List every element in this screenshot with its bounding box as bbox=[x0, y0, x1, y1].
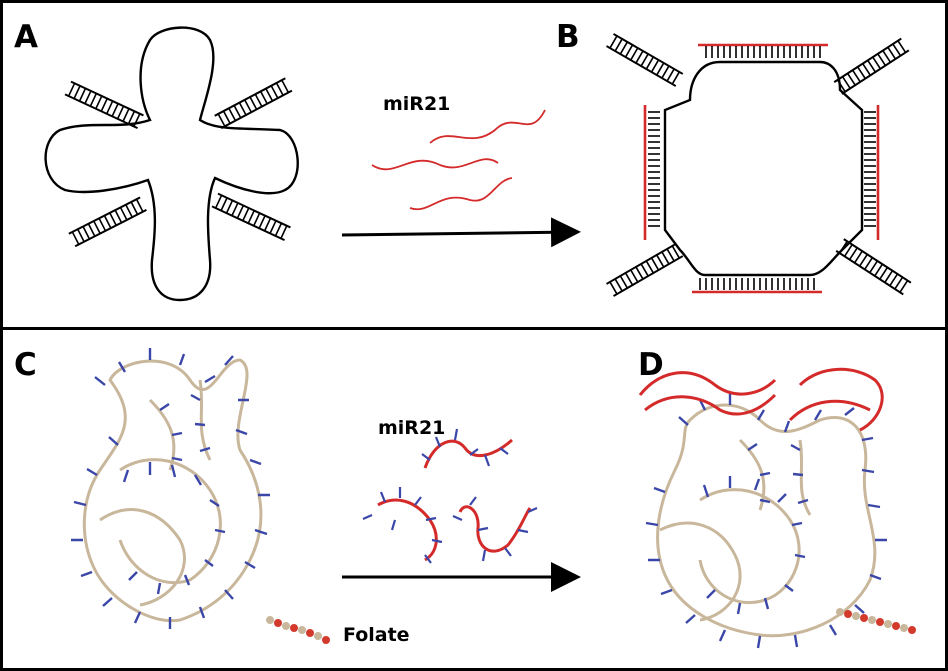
mir21-strands-bottom bbox=[362, 428, 538, 564]
stem-b-4 bbox=[835, 238, 912, 296]
stem-a-3 bbox=[67, 196, 148, 248]
nanostructure-model-d bbox=[638, 367, 916, 649]
reaction-arrow-top bbox=[341, 217, 581, 248]
bottom-reagent-label: miR21 bbox=[378, 417, 445, 439]
hairpin-structure-a bbox=[44, 26, 299, 302]
mir21-strands-top bbox=[371, 109, 546, 211]
stem-b-3 bbox=[605, 242, 684, 298]
folate-label: Folate bbox=[343, 624, 410, 646]
top-panel-border bbox=[0, 0, 948, 330]
panel-label-c: C bbox=[14, 347, 37, 383]
panel-label-b: B bbox=[556, 19, 580, 55]
stem-a-2 bbox=[213, 77, 293, 130]
nanostructure-model-c bbox=[71, 348, 330, 644]
bottom-panel-border bbox=[0, 327, 948, 671]
stem-b-1 bbox=[605, 32, 684, 88]
top-reagent-label: miR21 bbox=[383, 93, 450, 115]
stem-a-4 bbox=[211, 192, 292, 242]
stem-b-2 bbox=[833, 37, 910, 95]
panel-label-a: A bbox=[14, 19, 38, 55]
stem-a-1 bbox=[64, 80, 145, 130]
